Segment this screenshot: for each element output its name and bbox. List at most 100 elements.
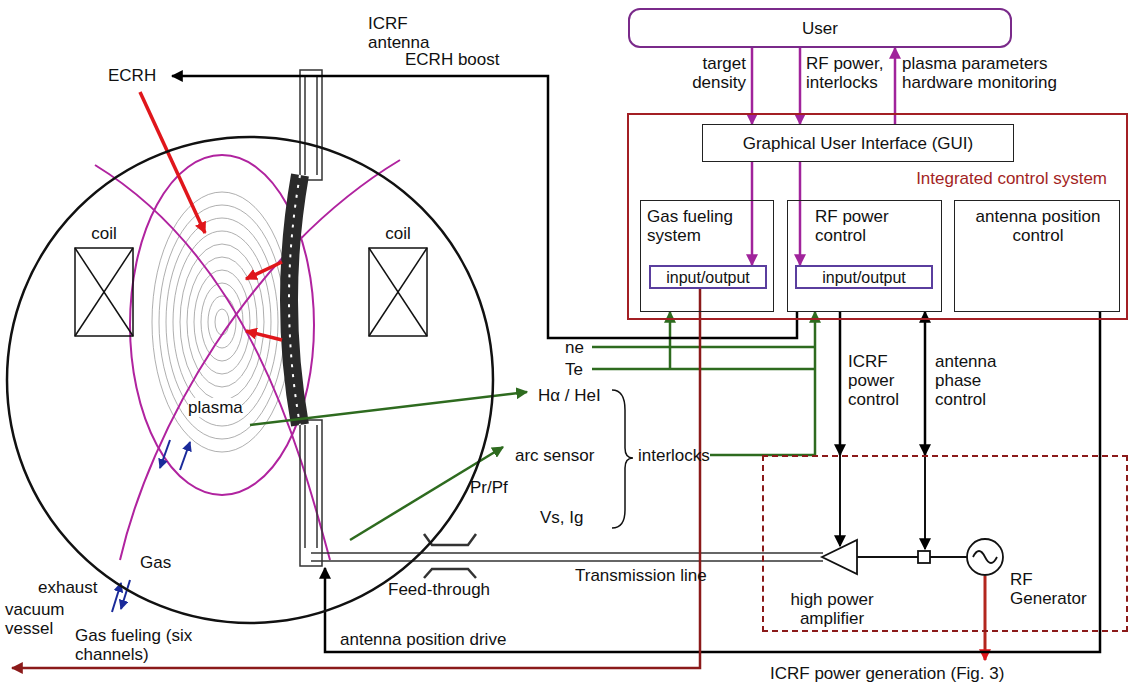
drawing-part [95, 165, 330, 560]
drawing-part [669, 312, 672, 369]
flux-surface [187, 257, 257, 387]
drawing-part [839, 455, 841, 546]
drawing-part [311, 552, 823, 554]
drawing-part [710, 312, 815, 455]
node-text: User [802, 19, 838, 38]
flux-surface [180, 244, 264, 400]
field-lines [95, 155, 400, 560]
io-box: input/output [795, 265, 933, 289]
node-text: vacuum vessel [5, 600, 75, 638]
coil: coil [362, 222, 434, 340]
node-text: input/output [666, 268, 750, 287]
connector [172, 76, 797, 338]
node-text: RF power control [815, 207, 915, 245]
drawing-part [592, 368, 815, 371]
io-box: input/output [649, 265, 767, 289]
control-system-frame: Integrated control system Graphical User … [627, 113, 1128, 320]
connector-label: target density [672, 54, 746, 92]
coil-box [369, 248, 427, 336]
annotation-label: exhaust [38, 578, 98, 597]
drawing-part [250, 392, 527, 425]
flux-surface [159, 205, 285, 439]
annotation-label: Gas [140, 553, 180, 572]
coil-cross [369, 248, 427, 336]
connector [325, 312, 1100, 652]
coil-winding [369, 248, 427, 336]
drawing-part [967, 539, 1003, 575]
coil-winding [75, 248, 133, 336]
drawing-part [304, 75, 306, 175]
node-text: RF Generator [1010, 570, 1090, 608]
vacuum-vessel: vacuum vesselcoilcoil [5, 135, 495, 625]
flux-surface [215, 309, 229, 335]
connector-label: plasma parameters hardware monitoring [902, 54, 1074, 92]
flux-surface [173, 231, 271, 413]
icrf-antenna-strap [289, 175, 300, 425]
coil-cross [369, 248, 427, 336]
annotation-label: Hα / HeI [538, 386, 612, 405]
connector [799, 162, 802, 265]
coil-box [75, 248, 133, 336]
drawing-part [121, 580, 130, 609]
connector-label: ECRH boost [405, 50, 540, 69]
drawing-part [592, 346, 815, 349]
node-text: Gas fueling system [647, 207, 757, 245]
annotation-label: ICRF power generation (Fig. 3) [770, 664, 1030, 683]
drawing-part [316, 425, 318, 548]
node-text: coil [362, 224, 434, 243]
node-text: Integrated control system [847, 169, 1107, 188]
drawing-part [246, 331, 282, 340]
connector-label: antenna position drive [340, 630, 540, 649]
annotation-label: Te [565, 360, 595, 379]
subsystem-box: RF power control input/output [787, 200, 942, 312]
connector-label: antenna phase control [935, 352, 1010, 409]
subsystem-box: Gas fueling system input/output [640, 200, 774, 312]
annotation-label: ECRH [108, 66, 168, 85]
drawing-part [918, 551, 930, 563]
drawing-part [130, 155, 314, 495]
coil: coil [68, 222, 140, 340]
annotation-label: Gas fueling (six channels) [75, 626, 200, 664]
drawing-part [112, 583, 121, 612]
drawing-part [160, 440, 170, 468]
connector [12, 289, 700, 668]
connector [924, 312, 927, 455]
drawing-part [300, 70, 322, 180]
transmission-line [311, 534, 823, 578]
drawing-part [300, 420, 322, 566]
drawing-part [140, 92, 205, 233]
drawing-part [120, 160, 400, 560]
node-text: coil [68, 224, 140, 243]
annotation-label: ICRF antenna [368, 14, 448, 52]
annotation-label: interlocks [638, 446, 710, 465]
drawing-part [316, 75, 318, 175]
gui-box: Graphical User Interface (GUI) [702, 124, 1014, 162]
plasma-flux-surfaces [152, 192, 292, 452]
drawing-part [289, 175, 300, 425]
flux-surface [166, 218, 278, 426]
connector-label: RF power, interlocks [806, 54, 890, 92]
node-text: Graphical User Interface (GUI) [743, 134, 974, 153]
drawing-part [857, 556, 918, 558]
node-text: high power amplifier [777, 590, 887, 628]
connector [751, 162, 754, 265]
annotation-label: arc sensor [515, 446, 610, 465]
drawing-part [289, 175, 300, 425]
interlock-bracket [612, 390, 633, 528]
flux-surface [152, 192, 292, 452]
drawing-part [930, 556, 967, 558]
flux-surface [201, 283, 243, 361]
user-box: User [628, 8, 1012, 48]
heating-arrows [140, 92, 282, 340]
annotation-label: ne [565, 338, 595, 357]
drawing-part [924, 455, 926, 549]
diagnostic-lines [250, 312, 815, 540]
node-text: antenna position control [955, 207, 1121, 245]
connector [839, 312, 842, 455]
annotation-label: Pr/Pf [470, 478, 514, 497]
rf-chain [822, 455, 1003, 575]
drawing-part [246, 262, 282, 279]
coil-cross [75, 248, 133, 336]
drawing-part [424, 569, 476, 578]
